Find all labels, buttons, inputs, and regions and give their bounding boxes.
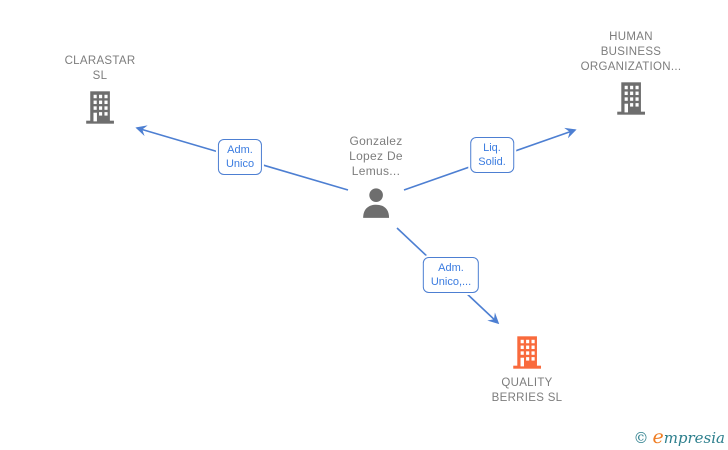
edge-label-line: Adm.	[227, 144, 253, 156]
company-label-line: SL	[92, 70, 108, 82]
edge-label-line: Solid.	[478, 156, 506, 168]
node-person-gonzalez[interactable]: Gonzalez Lopez De Lemus...	[349, 134, 403, 220]
edge-label-line: Unico	[225, 158, 255, 170]
person-icon[interactable]	[359, 186, 393, 220]
company-label-line: CLARASTAR	[64, 55, 136, 67]
company-label-line: QUALITY	[501, 377, 553, 389]
copyright-symbol: ©	[633, 429, 649, 447]
empresia-logo: ©empresia	[633, 427, 725, 448]
edge-label-line: Unico,...	[430, 276, 472, 288]
building-icon[interactable]	[612, 80, 649, 117]
building-icon[interactable]	[509, 334, 546, 371]
edge-label-adm-unico[interactable]: Adm. Unico	[217, 139, 263, 175]
person-label-line: Lemus...	[351, 164, 401, 178]
logo-brand-text: mpresia	[663, 429, 725, 447]
company-label-line: ORGANIZATION...	[580, 61, 682, 73]
edge-label-line: Liq.	[483, 142, 501, 154]
edge-label-adm-unico-2[interactable]: Adm. Unico,...	[422, 257, 480, 293]
person-label-line: Gonzalez	[349, 134, 403, 148]
building-icon[interactable]	[82, 89, 119, 126]
node-company-quality-berries[interactable]: QUALITY BERRIES SL	[492, 334, 563, 406]
logo-lead-letter: e	[652, 426, 664, 448]
edge-label-liq-solid[interactable]: Liq. Solid.	[470, 137, 514, 173]
node-company-human-business[interactable]: HUMAN BUSINESS ORGANIZATION...	[581, 30, 682, 117]
edge-label-line: Adm.	[438, 262, 464, 274]
company-label-line: HUMAN	[609, 31, 653, 43]
person-label-line: Lopez De	[349, 149, 403, 163]
company-label-line: BUSINESS	[600, 46, 662, 58]
node-company-clarastar[interactable]: CLARASTAR SL	[65, 54, 136, 126]
company-label-line: BERRIES SL	[491, 392, 563, 404]
